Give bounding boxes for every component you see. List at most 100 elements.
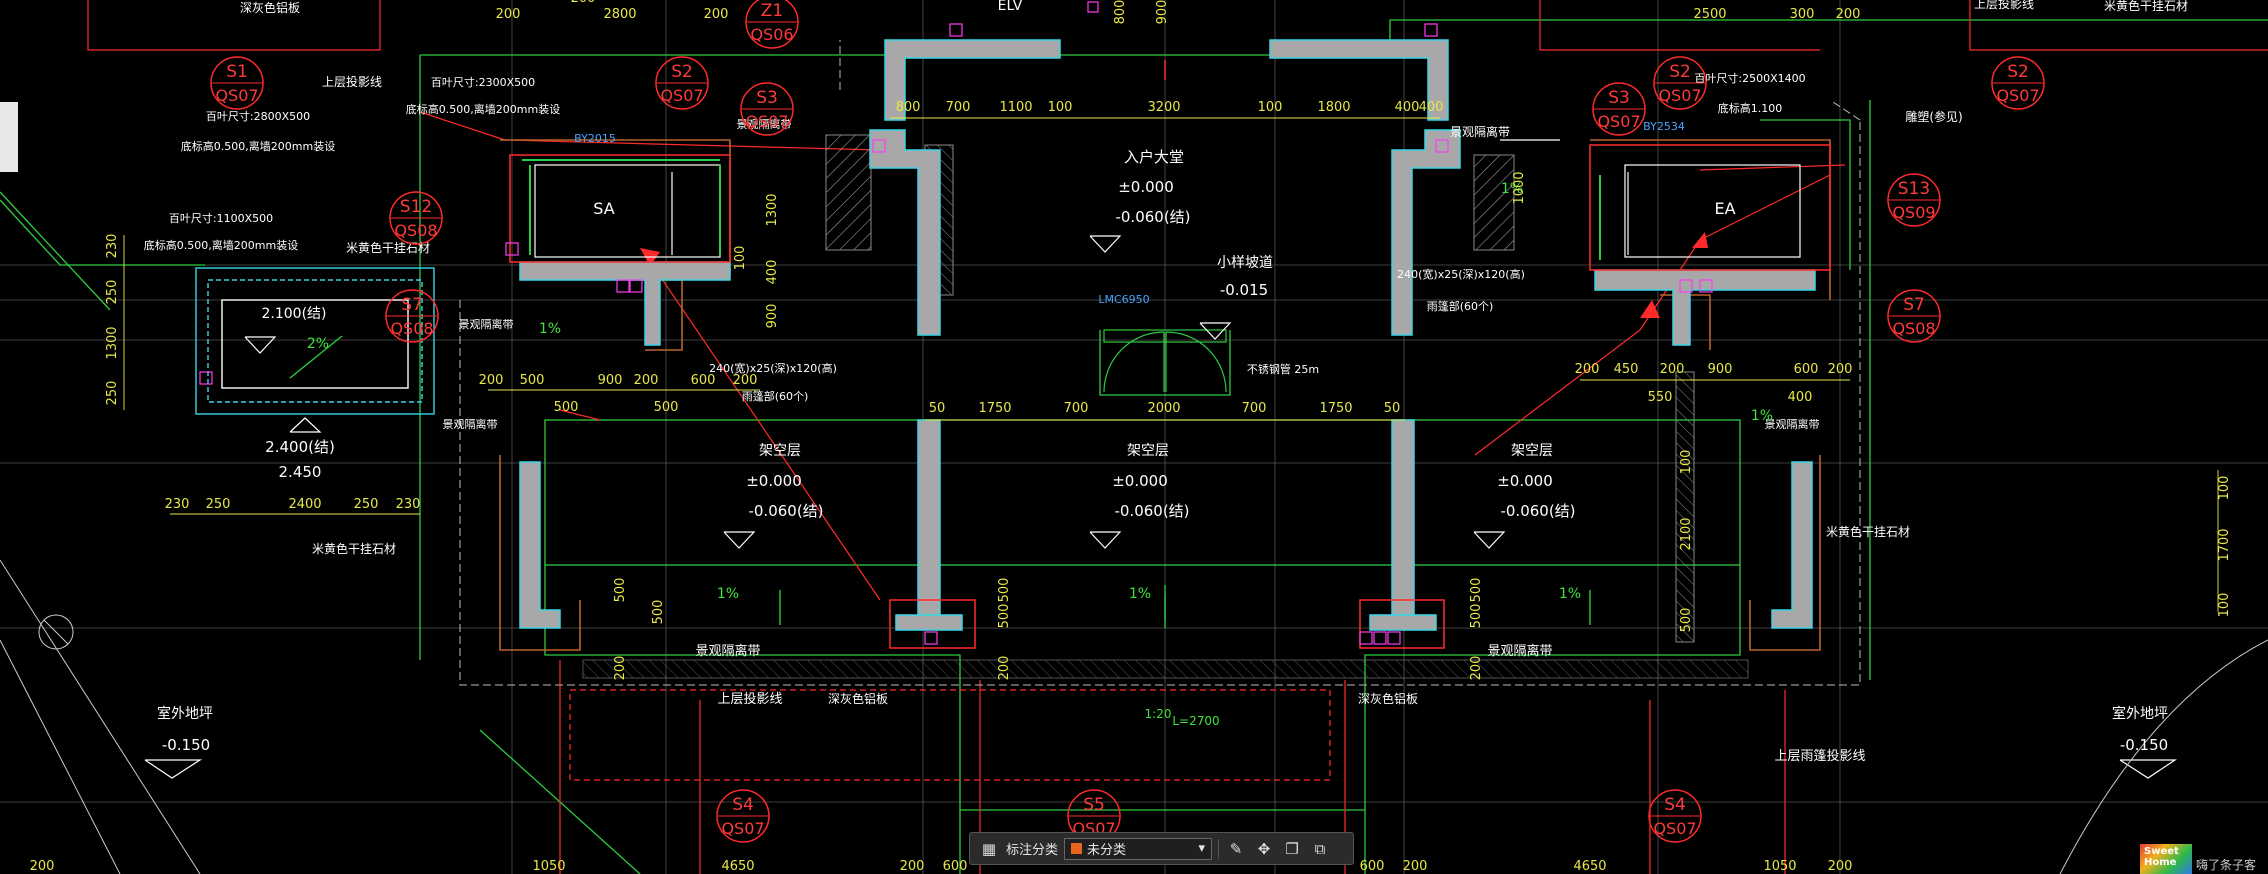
drawing-label: BY2534: [1643, 120, 1685, 133]
callout-number: S12: [400, 197, 432, 217]
drawing-label: 百叶尺寸:2500X1400: [1694, 71, 1805, 85]
copy-icon[interactable]: ❐: [1285, 839, 1299, 858]
drawing-label: 米黄色干挂石材: [312, 542, 396, 556]
dimension-text: 200: [479, 373, 504, 388]
dimension-text: 250: [354, 497, 379, 512]
paste-icon[interactable]: ⧉: [1314, 839, 1326, 858]
drawing-label: 2.400(结): [265, 438, 335, 456]
drawing-label: LMC6950: [1098, 293, 1149, 306]
callout-circle: [740, 82, 794, 136]
drawing-label: 景观隔离带: [1765, 417, 1820, 431]
drawing-label: -0.060(结): [1500, 502, 1575, 520]
drawing-label: 景观隔离带: [1487, 643, 1552, 659]
dimension-text: 200: [634, 373, 659, 388]
drawing-label: 架空层: [1127, 443, 1169, 459]
callout-number: S7: [1903, 295, 1925, 315]
dimension-text: 300: [1790, 7, 1815, 22]
callout-sheet: QS07: [1597, 112, 1640, 131]
projection-lines: [87, 0, 2268, 874]
side-panel-tab[interactable]: [0, 102, 18, 172]
dimension-text: 2000: [1147, 401, 1180, 416]
drawing-label: 1%: [539, 321, 561, 337]
drawing-label: 1%: [1501, 181, 1523, 197]
dimension-text: 100: [2217, 476, 2232, 501]
callout-sheet: QS07: [215, 86, 258, 105]
drawing-label: 底标高0.500,离墙200mm装设: [406, 102, 560, 116]
dimension-text: 1000: [1512, 171, 1527, 204]
drawing-label: L=2700: [1172, 714, 1219, 728]
drawing-label: 240(宽)x25(深)x120(高): [709, 361, 837, 375]
toolbar-label: 标注分类: [1006, 843, 1059, 858]
dimension-text: 3200: [1147, 100, 1180, 115]
dimension-text: 250: [105, 381, 120, 406]
callout-number: S4: [732, 795, 754, 815]
callout-circle: [385, 289, 439, 343]
callout-sheet: QS07: [660, 86, 703, 105]
dimension-text: 500: [554, 400, 579, 415]
drawing-label: 雨篷部(60个): [1427, 299, 1494, 313]
callout-number: S4: [1664, 795, 1686, 815]
dimension-text: 600: [1360, 859, 1385, 874]
dimension-text: 200: [30, 859, 55, 874]
callout-sheet: QS07: [745, 112, 788, 131]
dimension-text: 700: [1242, 401, 1267, 416]
dimension-text: 200: [733, 373, 758, 388]
dimension-text: 900: [765, 304, 780, 329]
drawing-label: 上层雨篷投影线: [1774, 748, 1865, 764]
dimension-text: 900: [1155, 0, 1170, 24]
dimension-text: 500: [651, 600, 666, 625]
callout-number: S3: [1608, 88, 1630, 108]
dimension-text: 1700: [2217, 528, 2232, 561]
dimension-text: 400: [1788, 390, 1813, 405]
drawing-label: 架空层: [759, 443, 801, 459]
dimension-text: 50: [929, 401, 946, 416]
dimension-text: 100: [2217, 593, 2232, 618]
dimension-text: 1300: [105, 326, 120, 359]
drawing-label: 景观隔离带: [443, 417, 498, 431]
drawing-label: 2%: [307, 336, 329, 352]
callout-circle: [716, 789, 770, 843]
dimension-text: 250: [105, 280, 120, 305]
annotation-toolbar: ▦ 标注分类 未分类 ▾ ✎ ✥ ❐ ⧉: [969, 832, 1354, 865]
slope-arrows: [289, 335, 1591, 628]
dimension-text: 4650: [1573, 859, 1606, 874]
dimension-text: 500: [654, 400, 679, 415]
vertical-dimension-texts: 2302501300250100130040090010001002100500…: [105, 0, 2232, 680]
drawing-label: SA: [593, 199, 614, 218]
drawing-label: 240(宽)x25(深)x120(高): [1397, 267, 1525, 281]
dimension-text: 200: [1836, 7, 1861, 22]
watermark-text: 嗨了条子客: [2196, 858, 2257, 872]
level-markers: [144, 235, 2177, 779]
drawing-label: 深灰色铝板: [828, 691, 888, 706]
edit-icon[interactable]: ✎: [1229, 839, 1243, 858]
grid-icon[interactable]: ▦: [981, 839, 997, 858]
drawing-label: 米黄色干挂石材: [1826, 525, 1910, 539]
callout-circle: [1653, 56, 1707, 110]
dimension-text: 230: [105, 234, 120, 259]
drawing-label: 雨篷部(60个): [742, 389, 809, 403]
dimension-text: 800: [896, 100, 921, 115]
dimension-text: 100: [733, 246, 748, 271]
dimension-text: 1050: [1763, 859, 1796, 874]
callout-number: S7: [401, 295, 423, 315]
category-value: 未分类: [1087, 843, 1127, 858]
callout-circle: [655, 56, 709, 110]
watermark-logo: Sweet Home: [2140, 844, 2192, 874]
callout-sheet: QS08: [1892, 319, 1935, 338]
ac-pad: [195, 267, 435, 415]
move-icon[interactable]: ✥: [1257, 839, 1271, 858]
category-color-swatch: [1071, 843, 1083, 854]
dimension-text: 200: [1828, 362, 1853, 377]
category-select[interactable]: 未分类 ▾: [1064, 837, 1213, 860]
dimension-text: 4650: [721, 859, 754, 874]
drawing-label: 百叶尺寸:2300X500: [431, 75, 535, 89]
drawing-label: -0.060(结): [748, 502, 823, 520]
callout-number: S2: [671, 62, 693, 82]
dimension-text: 1750: [978, 401, 1011, 416]
